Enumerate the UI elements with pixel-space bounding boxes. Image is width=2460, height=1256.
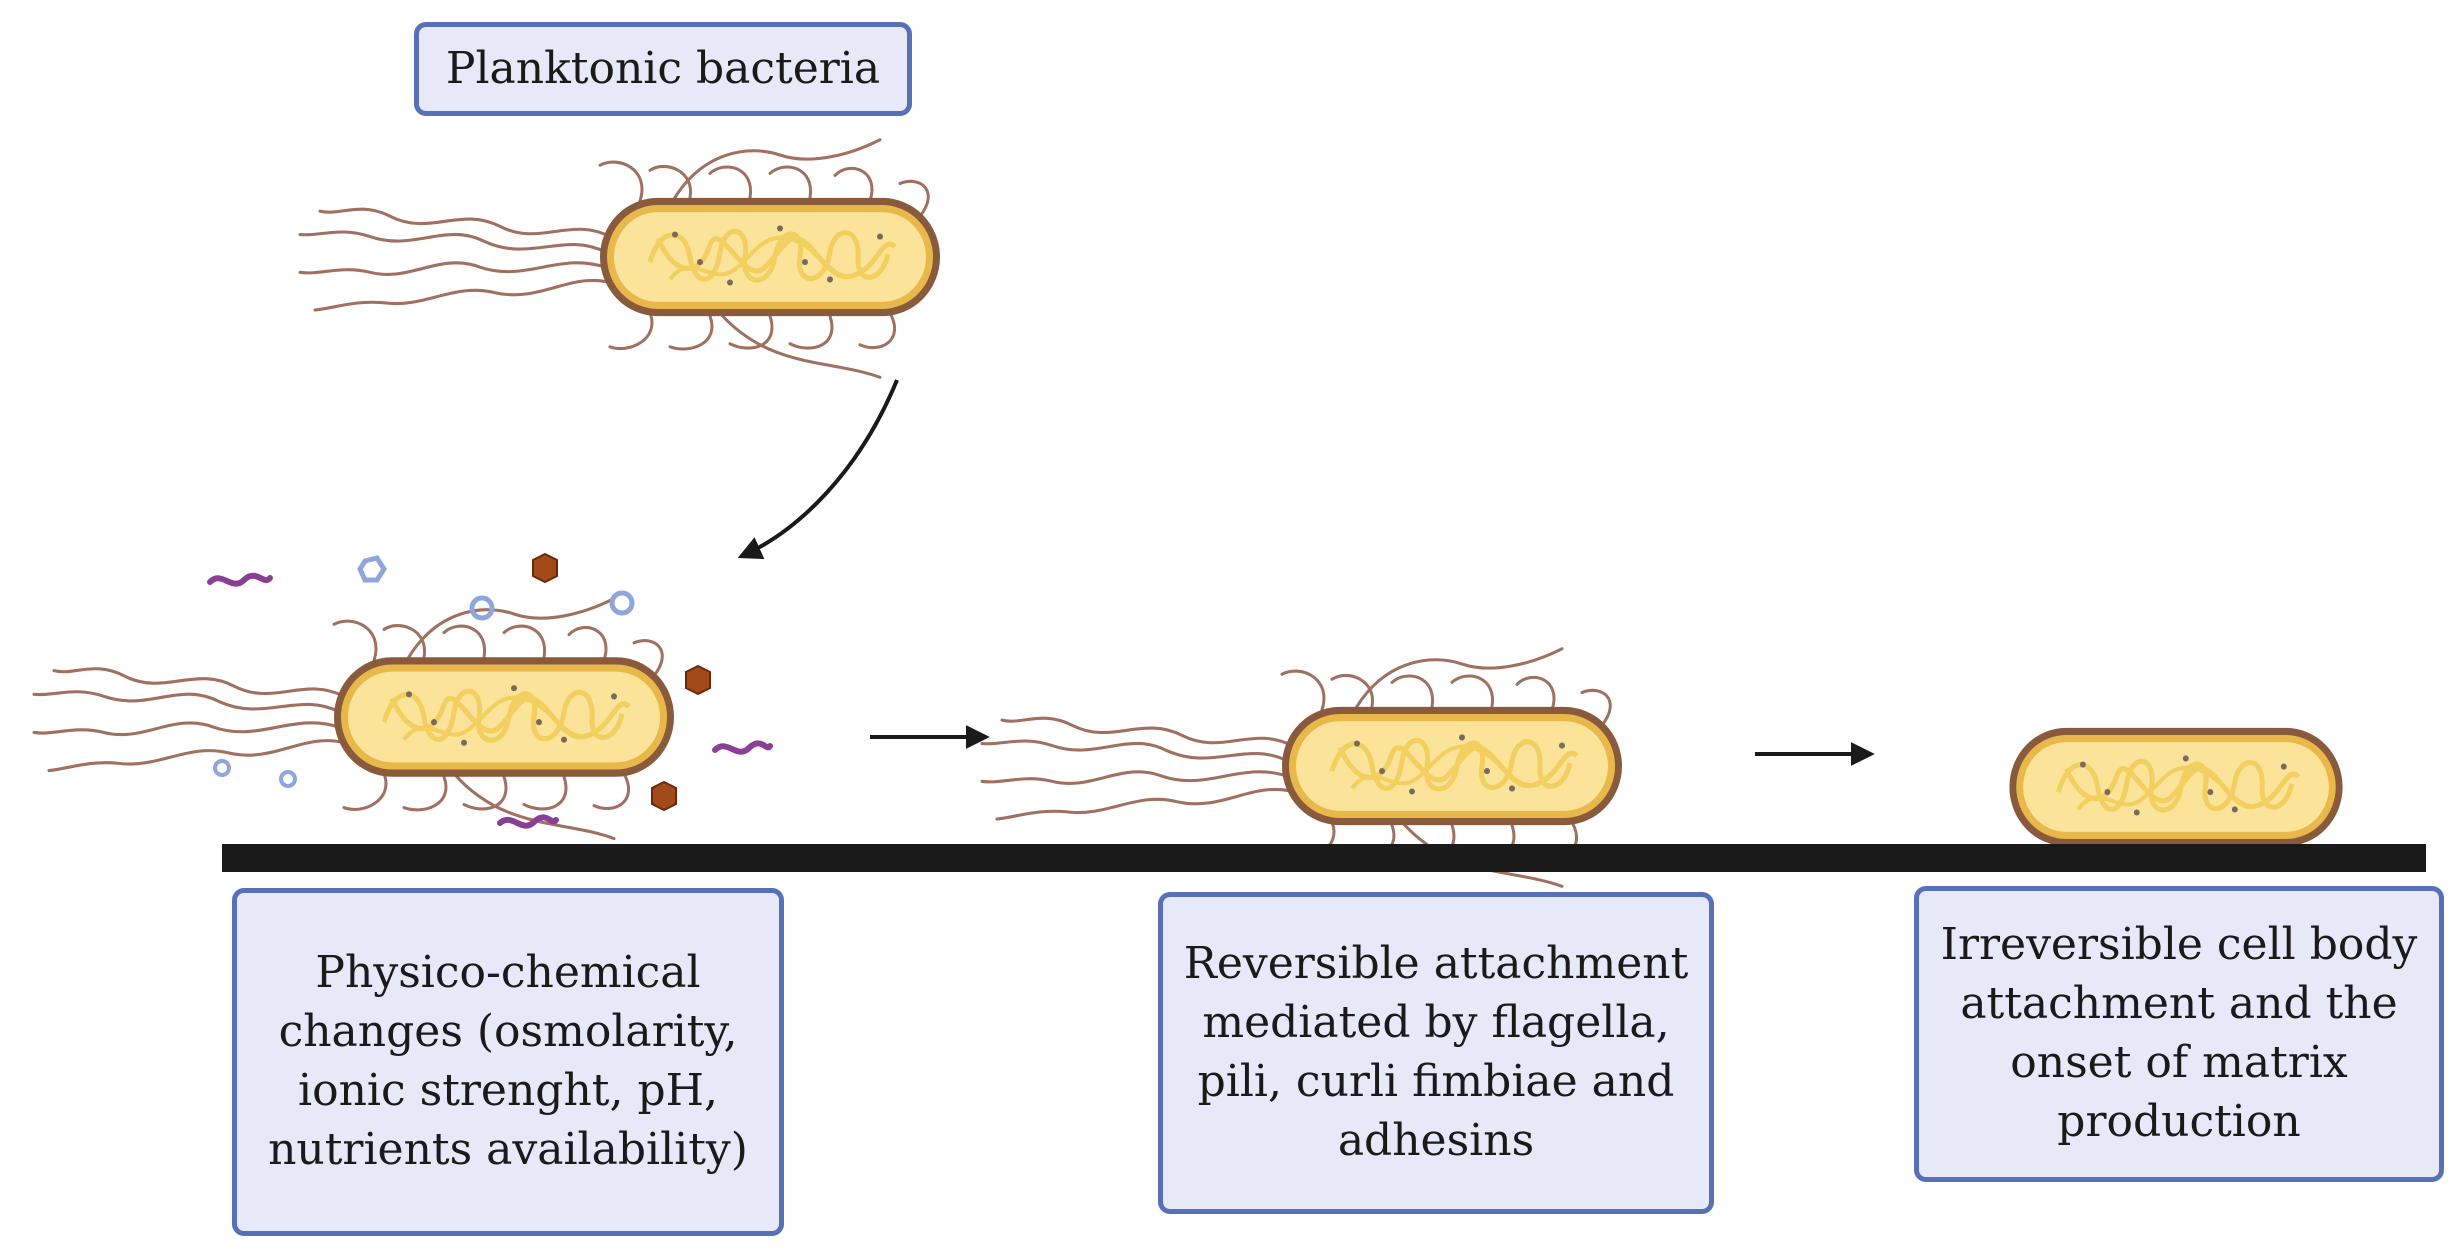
physico-chemical-changes-text: Physico-chemical changes (osmolarity, io… bbox=[268, 947, 748, 1175]
planktonic-bacterium-icon bbox=[298, 138, 940, 379]
planktonic-bacteria-label: Planktonic bacteria bbox=[414, 22, 912, 116]
bacterium-icon bbox=[32, 597, 674, 841]
molecule-icon bbox=[207, 552, 773, 829]
irreversible-attachment-text: Irreversible cell body attachment and th… bbox=[1940, 919, 2418, 1147]
reversible-attachment-text: Reversible attachment mediated by flagel… bbox=[1183, 938, 1689, 1166]
curved-arrow-icon bbox=[737, 379, 899, 560]
reversible-attachment-label: Reversible attachment mediated by flagel… bbox=[1158, 892, 1714, 1214]
attachment-surface bbox=[222, 844, 2426, 872]
planktonic-bacteria-text: Planktonic bacteria bbox=[445, 42, 881, 94]
irreversible-attachment-label: Irreversible cell body attachment and th… bbox=[1914, 886, 2444, 1182]
physico-chemical-changes-label: Physico-chemical changes (osmolarity, io… bbox=[232, 888, 784, 1236]
bacterium-icon bbox=[2009, 728, 2342, 846]
